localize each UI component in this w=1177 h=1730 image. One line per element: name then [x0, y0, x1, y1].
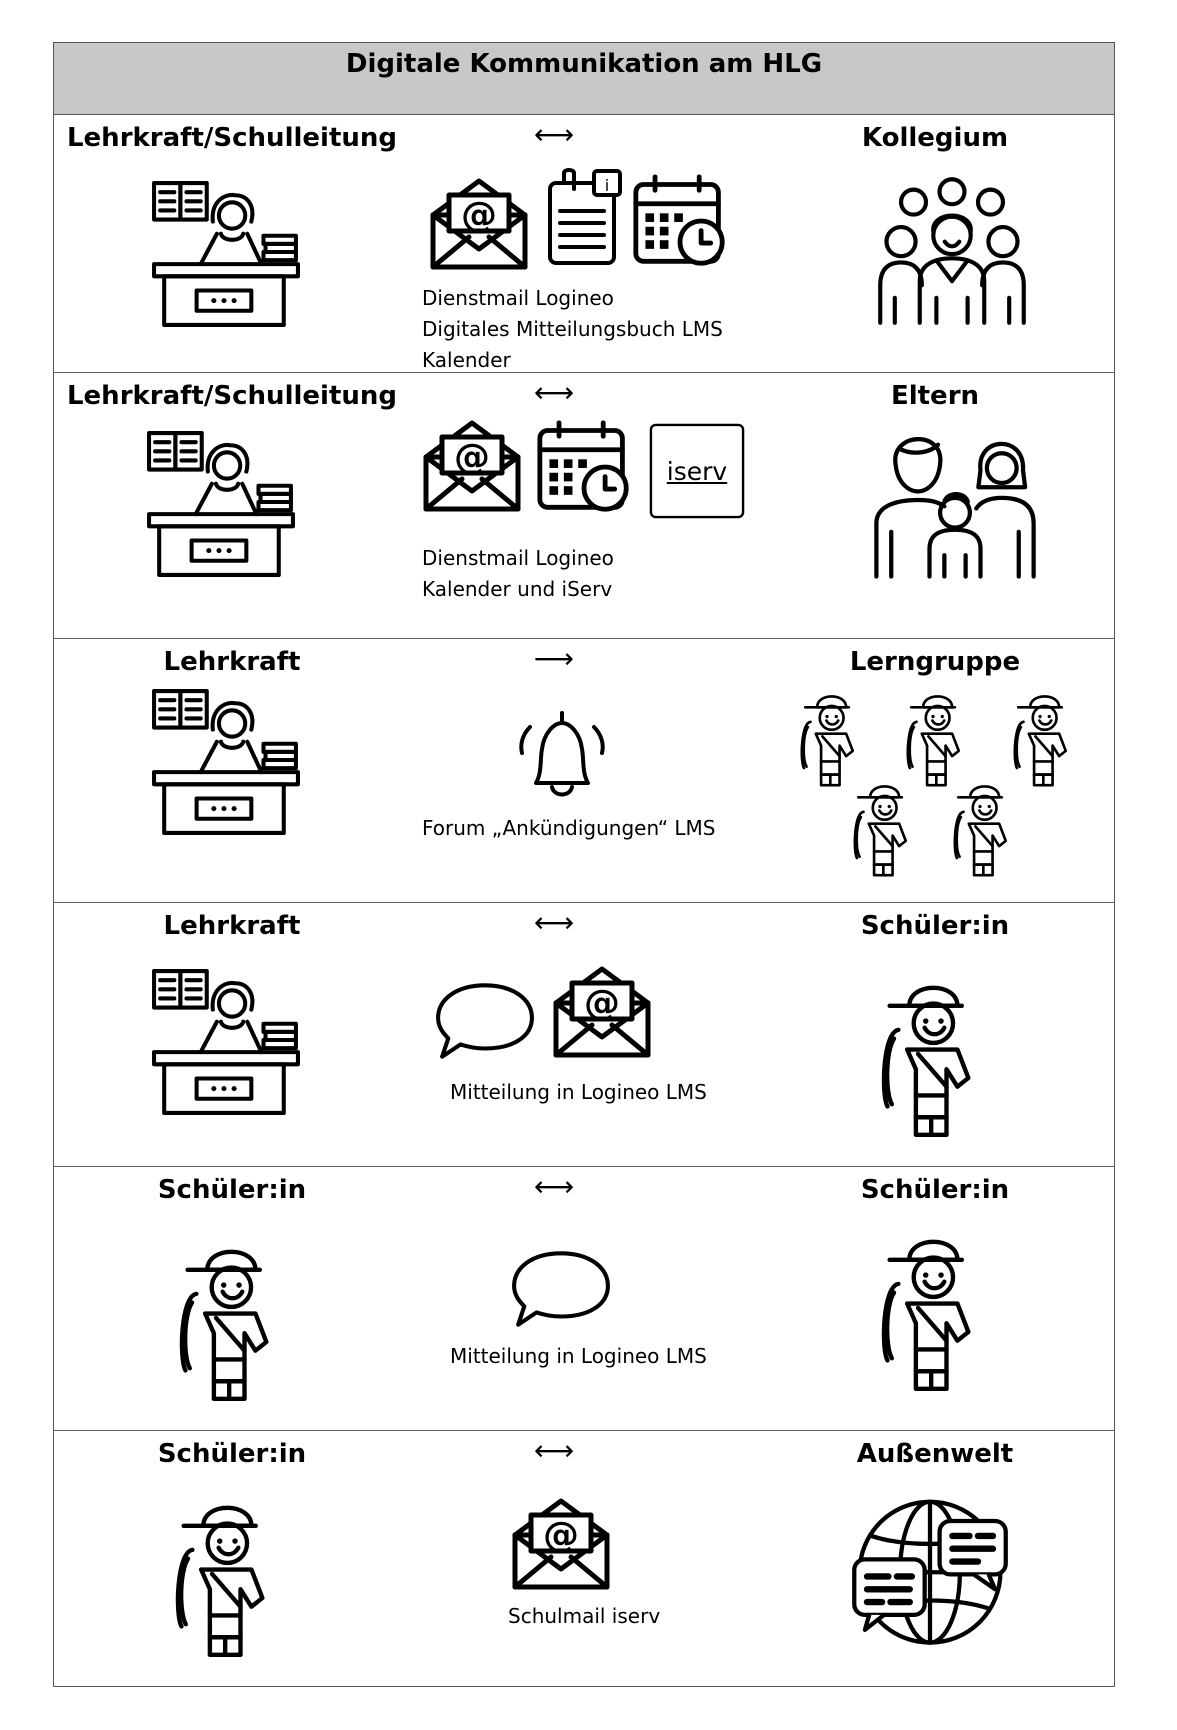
family-icon — [870, 421, 1040, 581]
email-envelope-icon — [511, 1493, 611, 1593]
speech-bubble-icon — [434, 981, 536, 1063]
teacher-desk-icon — [144, 427, 298, 579]
caption-line: Digitales Mitteilungsbuch LMS — [422, 317, 723, 341]
calendar-clock-icon — [536, 419, 632, 515]
table-row-eltern: Lehrkraft/Schulleitung ⟷ Eltern iserv Di… — [54, 373, 1114, 639]
receiver-label: Kollegium — [861, 123, 1009, 153]
student-icon — [168, 1493, 278, 1657]
calendar-clock-icon — [632, 173, 728, 269]
table-row-schueler: Lehrkraft ⟷ Schüler:in Mitteilung in Log… — [54, 903, 1114, 1167]
student-icon — [849, 777, 915, 877]
bidirectional-arrow-icon: ⟷ — [533, 118, 575, 151]
student-icon — [949, 777, 1015, 877]
bidirectional-arrow-icon: ⟷ — [533, 1434, 575, 1467]
teacher-desk-icon — [149, 177, 303, 329]
email-envelope-icon — [429, 173, 529, 273]
sender-label: Lehrkraft/Schulleitung — [66, 123, 397, 153]
caption-line: Forum „Ankündigungen“ LMS — [422, 816, 716, 840]
sender-label: Lehrkraft/Schulleitung — [66, 381, 397, 411]
speech-bubble-icon — [510, 1249, 612, 1331]
bidirectional-arrow-icon: ⟷ — [533, 376, 575, 409]
communication-table: Digitale Kommunikation am HLG Lehrkraft/… — [53, 42, 1115, 1687]
student-icon — [796, 687, 862, 787]
caption-line: Kalender — [422, 348, 511, 372]
receiver-label: Lerngruppe — [849, 647, 1021, 677]
email-envelope-icon — [422, 415, 522, 515]
globe-chat-icon — [850, 1489, 1010, 1649]
notification-bell-icon — [512, 709, 612, 809]
table-row-schueler-schueler: Schüler:in ⟷ Schüler:in Mitteilung in Lo… — [54, 1167, 1114, 1431]
staff-group-icon — [872, 173, 1032, 329]
page-title: Digitale Kommunikation am HLG — [345, 49, 823, 79]
bidirectional-arrow-icon: ⟷ — [533, 1170, 575, 1203]
caption-line: Mitteilung in Logineo LMS — [450, 1080, 707, 1104]
iserv-logo-text: iserv — [666, 457, 728, 486]
sender-label: Lehrkraft — [163, 911, 301, 941]
table-row-lerngruppe: Lehrkraft ⟶ Lerngruppe Forum „Ankündigun… — [54, 639, 1114, 903]
student-icon — [874, 1227, 984, 1391]
receiver-label: Außenwelt — [856, 1439, 1014, 1469]
email-envelope-icon — [552, 961, 652, 1061]
receiver-label: Schüler:in — [860, 911, 1010, 941]
caption-line: Schulmail iserv — [508, 1604, 661, 1628]
bidirectional-arrow-icon: ⟷ — [533, 906, 575, 939]
notebook-info-icon — [546, 167, 626, 267]
teacher-desk-icon — [149, 685, 303, 837]
sender-label: Schüler:in — [157, 1439, 307, 1469]
student-icon — [902, 687, 968, 787]
sender-label: Lehrkraft — [163, 647, 301, 677]
table-row-aussenwelt: Schüler:in ⟷ Außenwelt Schulmail iserv — [54, 1431, 1114, 1688]
receiver-label: Eltern — [890, 381, 980, 411]
caption-line: Kalender und iServ — [422, 577, 613, 601]
student-icon — [874, 973, 984, 1137]
table-header: Digitale Kommunikation am HLG — [54, 43, 1114, 115]
teacher-desk-icon — [149, 965, 303, 1117]
table-row-kollegium: Lehrkraft/Schulleitung ⟷ Kollegium Diens… — [54, 115, 1114, 373]
sender-label: Schüler:in — [157, 1175, 307, 1205]
student-icon — [172, 1237, 282, 1401]
right-arrow-icon: ⟶ — [533, 642, 575, 675]
caption-line: Dienstmail Logineo — [422, 546, 614, 570]
receiver-label: Schüler:in — [860, 1175, 1010, 1205]
caption-line: Dienstmail Logineo — [422, 286, 614, 310]
student-icon — [1009, 687, 1075, 787]
caption-line: Mitteilung in Logineo LMS — [450, 1344, 707, 1368]
